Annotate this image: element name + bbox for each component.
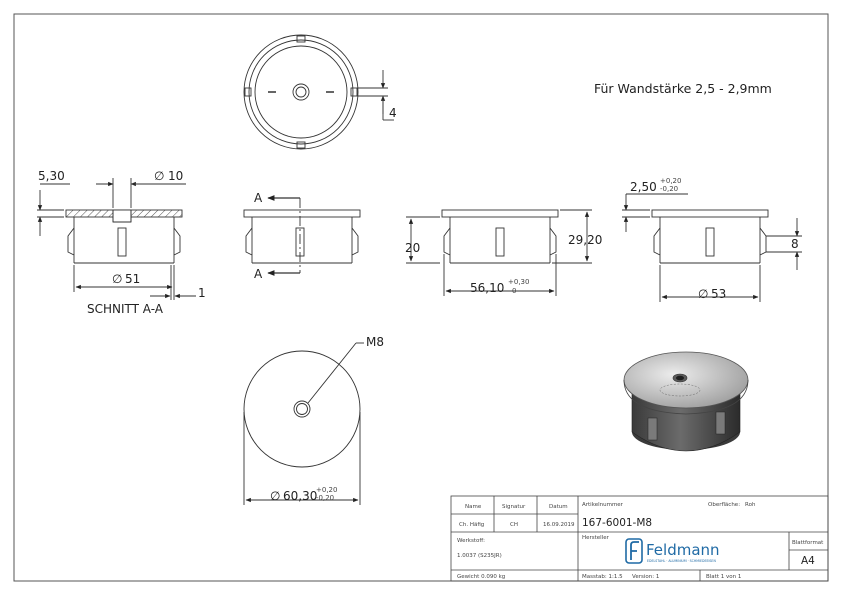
sheet-border (13, 13, 829, 582)
dim-side-h-right: 29,20 (568, 233, 602, 247)
dim-thread: M8 (366, 335, 384, 349)
dim-side-h-left: 20 (405, 241, 420, 255)
tb-artikelnummer: 167-6001-M8 (582, 517, 652, 529)
title-block (450, 495, 829, 582)
tb-header-datum: Datum (549, 504, 568, 510)
dim-dia-symbol-right: ∅ (698, 287, 708, 301)
dim-section-thk: 1 (198, 286, 206, 300)
tb-werkstoff: 1.0037 (S235JR) (457, 553, 502, 559)
isometric-cap-view (623, 351, 749, 452)
tb-blattformat-label: Blattformat (792, 540, 824, 546)
dim-right-thk: 2,50 (630, 180, 657, 194)
dim-side-dia-tol-lo: 0 (512, 287, 516, 295)
tb-massstab: Masstab: 1:1.5 (582, 574, 623, 580)
dim-dia-symbol-top: ∅ (270, 489, 280, 503)
section-view (37, 178, 196, 300)
tb-blattformat: A4 (801, 555, 815, 567)
brand-subtitle: EDELSTAHL · ALUMINIUM · SCHMIEDEEISEN (647, 559, 716, 563)
wall-thickness-note: Für Wandstärke 2,5 - 2,9mm (594, 81, 772, 96)
tb-version: Version: 1 (632, 574, 659, 580)
dim-dia-symbol-hole: ∅ (154, 169, 164, 183)
tb-header-name: Name (465, 504, 482, 510)
tb-signatur: CH (510, 522, 518, 528)
bottom-view (243, 342, 364, 505)
dim-side-dia-tol-up: +0,30 (508, 278, 529, 286)
dim-dia-symbol-section: ∅ (112, 272, 122, 286)
tb-hersteller-label: Hersteller (582, 535, 610, 541)
tb-artikelnummer-label: Artikelnummer (582, 502, 624, 508)
cut-label-top: A (254, 191, 263, 205)
tb-blatt: Blatt 1 von 1 (706, 574, 741, 580)
feldmann-logo (625, 538, 643, 564)
tb-datum: 16.09.2019 (543, 522, 575, 528)
section-label: SCHNITT A-A (87, 302, 164, 316)
dim-right-thk-tol-up: +0,20 (660, 177, 681, 185)
dim-top-gap: 4 (389, 106, 397, 120)
tb-gewicht: Gewicht 0.090 kg (457, 574, 505, 580)
tb-werkstoff-label: Werkstoff: (457, 538, 485, 544)
dim-top-dia: 60,30 (283, 489, 317, 503)
dim-top-dia-tol-lo: -0,20 (316, 494, 334, 502)
tb-oberflaeche-label: Oberfläche: (708, 502, 740, 508)
dim-section-dia: 51 (125, 272, 140, 286)
dim-right-h: 8 (791, 237, 799, 251)
dim-section-hole: 10 (168, 169, 183, 183)
dim-top-dia-tol-up: +0,20 (316, 486, 337, 494)
dim-right-thk-tol-lo: -0,20 (660, 185, 678, 193)
tb-oberflaeche: Roh (745, 502, 756, 508)
side-view (406, 209, 592, 296)
brand-name: Feldmann (646, 541, 720, 559)
dim-section-h: 5,30 (38, 169, 65, 183)
top-view (243, 34, 394, 150)
dim-right-dia: 53 (711, 287, 726, 301)
front-view (243, 195, 361, 276)
tb-header-signatur: Signatur (502, 504, 526, 510)
tb-name: Ch. Häfig (459, 522, 484, 528)
cut-label-bottom: A (254, 267, 263, 281)
right-view (622, 193, 802, 302)
dim-side-dia: 56,10 (470, 281, 504, 295)
